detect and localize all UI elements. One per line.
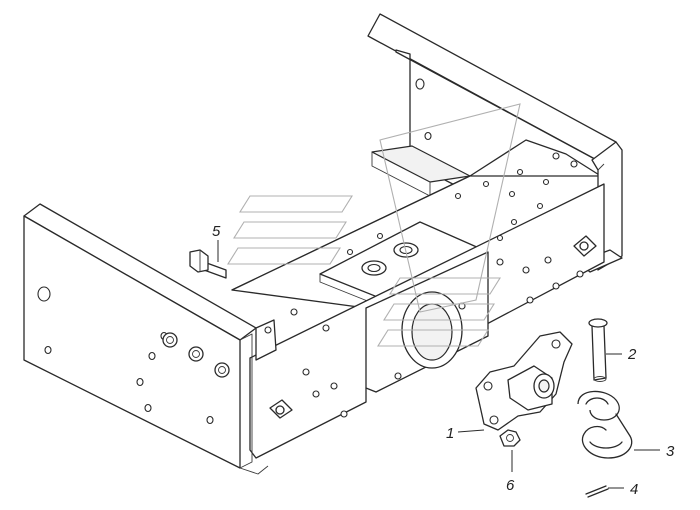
left-face-nuts (162, 332, 230, 378)
callout-3: 3 (634, 443, 675, 460)
callout-label-6: 6 (506, 477, 515, 494)
shackle-part (577, 390, 633, 459)
center-boss-inner (411, 303, 453, 361)
hitch-bracket-part (475, 331, 573, 431)
callout-2: 2 (606, 346, 637, 363)
callout-label-4: 4 (630, 481, 638, 498)
callout-1: 1 (446, 425, 485, 442)
left-front-face (23, 215, 241, 469)
nut-part (499, 429, 521, 447)
frame-assembly (23, 13, 623, 475)
left-face-holes (37, 286, 214, 425)
callout-label-3: 3 (666, 443, 675, 460)
bolt-part (189, 249, 227, 279)
callout-label-2: 2 (627, 346, 637, 363)
callout-label-1: 1 (446, 425, 454, 442)
pin-part (588, 318, 608, 382)
callout-label-5: 5 (212, 223, 221, 240)
cotter-pin-part (585, 485, 609, 498)
callout-6: 6 (506, 450, 515, 494)
watermark-logo (227, 103, 521, 347)
callout-5: 5 (212, 223, 221, 262)
callout-4: 4 (608, 481, 638, 498)
right-spring-clip (573, 235, 597, 257)
left-spring-clip (269, 399, 293, 419)
front-web-holes (302, 78, 584, 418)
